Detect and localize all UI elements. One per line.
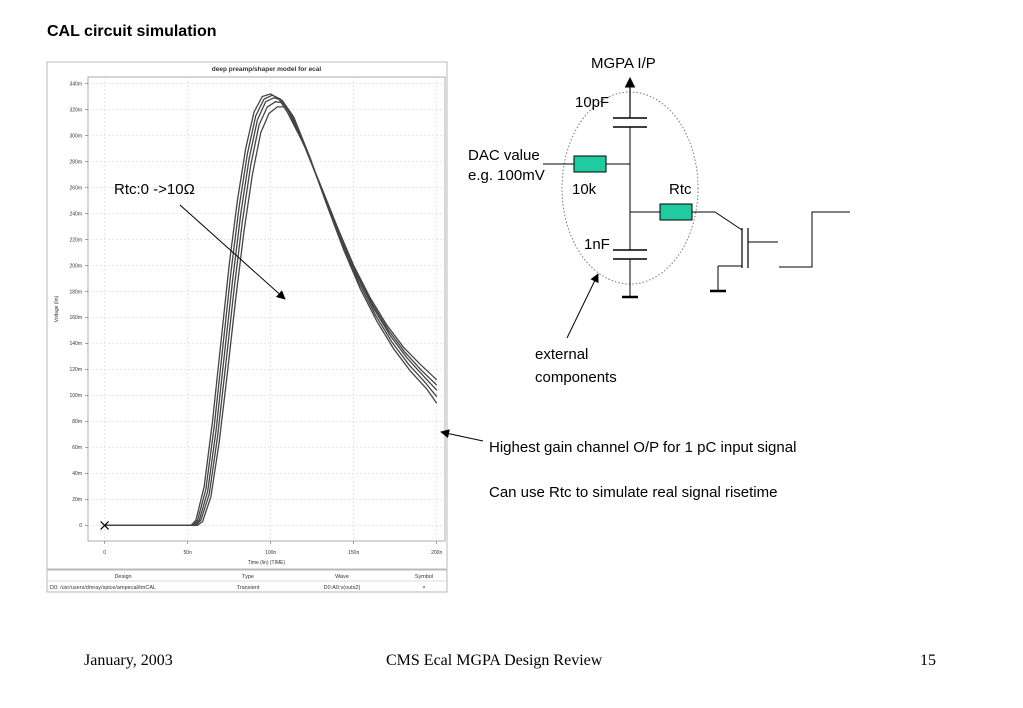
res-left-label: 10k: [572, 181, 597, 198]
chart-root: deep preamp/shaper model for ecal 0 20m 40m…: [46, 61, 448, 593]
legend-cell: D0:A0:v(outs2): [324, 585, 361, 591]
series-line-1: [104, 93, 438, 527]
resistor-rtc: [659, 203, 693, 221]
x-tick-label: 0: [103, 550, 106, 556]
series-line-5: [104, 106, 438, 527]
legend-header: Wave: [335, 574, 349, 580]
external-label-1: external: [535, 346, 589, 363]
legend-cell: ×: [422, 585, 425, 591]
series-line-2: [104, 94, 438, 527]
legend-header: Symbol: [415, 574, 433, 580]
step-pulse: [779, 211, 850, 268]
mgpa-label: MGPA I/P: [591, 55, 656, 72]
series-line-3: [104, 97, 438, 527]
start-marker: [100, 520, 110, 530]
dac-label-2: e.g. 100mV: [468, 167, 545, 184]
legend-header: Type: [242, 574, 254, 580]
y-tick-label: 260m: [69, 185, 82, 191]
x-axis-label: Time (lin) (TIME): [248, 560, 286, 566]
legend-header: Design: [114, 574, 131, 580]
chart-title: deep preamp/shaper model for ecal: [212, 66, 322, 73]
rtc-note-arrow: [179, 204, 286, 300]
page-number: 15: [920, 652, 936, 669]
y-tick-label: 320m: [69, 107, 82, 113]
y-tick-label: 240m: [69, 211, 82, 217]
y-tick-label: 80m: [72, 419, 82, 425]
y-tick-label: 0: [79, 523, 82, 529]
external-components-arrow: [566, 273, 599, 339]
y-tick-label: 160m: [69, 315, 82, 321]
res-right-label: Rtc: [669, 181, 692, 198]
caption-rtc: Can use Rtc to simulate real signal rise…: [489, 484, 778, 501]
switch-drain-wire: [714, 211, 743, 231]
y-tick-label: 140m: [69, 341, 82, 347]
footer-center: CMS Ecal MGPA Design Review: [386, 652, 603, 669]
y-tick-label: 20m: [72, 497, 82, 503]
legend-cell: D0: /usr/users/dmray/spice/ampecal/tmCAL: [50, 585, 156, 591]
x-tick-label: 50n: [183, 550, 192, 556]
dac-label-1: DAC value: [468, 147, 540, 164]
x-tick-label: 150n: [348, 550, 359, 556]
y-tick-label: 180m: [69, 289, 82, 295]
plot-frame: [87, 76, 446, 542]
y-tick-label: 220m: [69, 237, 82, 243]
y-tick-label: 280m: [69, 159, 82, 165]
y-tick-label: 300m: [69, 133, 82, 139]
footer-date: January, 2003: [84, 652, 173, 669]
y-tick-label: 120m: [69, 367, 82, 373]
x-tick-label: 200n: [431, 550, 442, 556]
y-tick-label: 100m: [69, 393, 82, 399]
rtc-note: Rtc:0 ->10Ω: [114, 181, 195, 198]
x-tick-label: 100n: [265, 550, 276, 556]
resistor-10k: [573, 155, 607, 173]
cap-bottom-label: 1nF: [584, 236, 610, 253]
slide-title: CAL circuit simulation: [47, 23, 217, 40]
external-label-2: components: [535, 369, 617, 386]
y-tick-label: 60m: [72, 445, 82, 451]
series-line-4: [104, 101, 438, 527]
caption-output: Highest gain channel O/P for 1 pC input …: [489, 439, 797, 456]
y-axis-label: Voltage (lin): [54, 295, 60, 322]
cap-top-label: 10pF: [575, 94, 610, 111]
y-tick-label: 200m: [69, 263, 82, 269]
output-caption-arrow: [440, 429, 484, 442]
y-tick-label: 340m: [69, 81, 82, 87]
legend-cell: Transient: [237, 585, 260, 591]
y-tick-label: 40m: [72, 471, 82, 477]
